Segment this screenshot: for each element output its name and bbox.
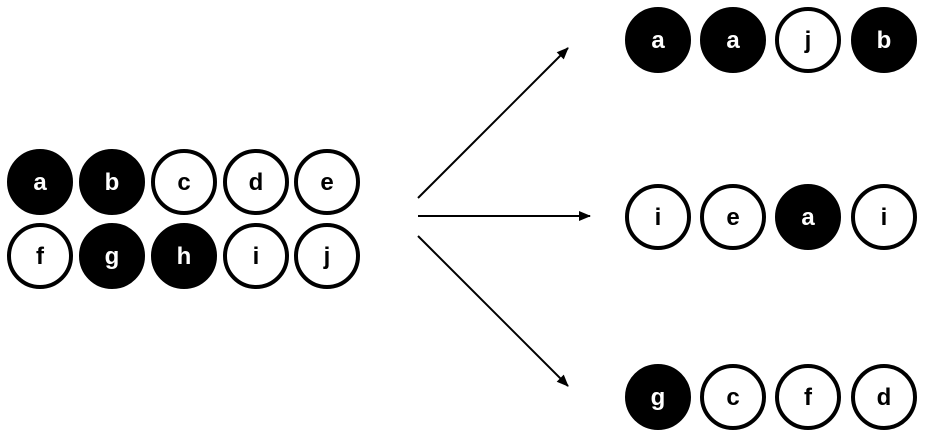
sample-1-ball-2: a — [700, 7, 766, 73]
ball-label: g — [105, 243, 120, 270]
sample-1-ball-1: a — [625, 7, 691, 73]
source-ball-c: c — [151, 149, 217, 215]
ball-label: f — [804, 384, 813, 411]
ball-label: b — [105, 169, 120, 196]
ball-circle — [625, 184, 691, 250]
ball-circle — [223, 149, 289, 215]
ball-label: i — [881, 204, 888, 231]
ball-label: a — [33, 169, 47, 196]
ball-label: a — [651, 27, 665, 54]
ball-label: b — [877, 27, 892, 54]
ball-label: a — [726, 27, 740, 54]
sample-2-ball-1: i — [625, 184, 691, 250]
sample-1-ball-4: b — [851, 7, 917, 73]
source-ball-grid: a b c d e f g h i j — [7, 149, 360, 289]
ball-label: f — [36, 243, 45, 270]
source-ball-j: j — [294, 223, 360, 289]
ball-circle — [851, 184, 917, 250]
ball-label: c — [726, 384, 739, 411]
source-ball-b: b — [79, 149, 145, 215]
ball-circle — [700, 184, 766, 250]
ball-circle — [851, 7, 917, 73]
ball-label: j — [323, 243, 331, 270]
source-ball-a: a — [7, 149, 73, 215]
ball-label: e — [726, 204, 739, 231]
ball-circle — [625, 7, 691, 73]
ball-circle — [700, 7, 766, 73]
ball-label: h — [177, 243, 192, 270]
arrow-to-sample-1 — [417, 47, 569, 199]
sample-2-ball-2: e — [700, 184, 766, 250]
ball-circle — [79, 223, 145, 289]
source-ball-f: f — [7, 223, 73, 289]
ball-circle — [851, 364, 917, 430]
ball-circle — [294, 149, 360, 215]
ball-circle — [775, 184, 841, 250]
source-ball-d: d — [223, 149, 289, 215]
ball-circle — [79, 149, 145, 215]
sample-3-ball-1: g — [625, 364, 691, 430]
ball-label: i — [253, 243, 260, 270]
source-ball-i: i — [223, 223, 289, 289]
ball-circle — [700, 364, 766, 430]
ball-circle — [223, 223, 289, 289]
ball-label: a — [801, 204, 815, 231]
sample-3-ball-3: f — [775, 364, 841, 430]
sample-2-ball-4: i — [851, 184, 917, 250]
sample-3-ball-2: c — [700, 364, 766, 430]
arrows — [417, 47, 591, 387]
source-ball-h: h — [151, 223, 217, 289]
ball-circle — [775, 7, 841, 73]
ball-label: e — [320, 169, 333, 196]
source-ball-e: e — [294, 149, 360, 215]
ball-circle — [151, 223, 217, 289]
sample-2-ball-3: a — [775, 184, 841, 250]
sample-3-ball-4: d — [851, 364, 917, 430]
sample-1-ball-3: j — [775, 7, 841, 73]
ball-circle — [151, 149, 217, 215]
sample-rows: a a j b i e a i g c f d — [625, 7, 917, 430]
ball-label: d — [877, 384, 892, 411]
ball-label: g — [651, 384, 666, 411]
ball-circle — [775, 364, 841, 430]
ball-label: i — [655, 204, 662, 231]
ball-label: c — [177, 169, 190, 196]
ball-circle — [294, 223, 360, 289]
ball-circle — [625, 364, 691, 430]
ball-label: j — [804, 27, 812, 54]
ball-label: d — [249, 169, 264, 196]
arrow-to-sample-3 — [417, 235, 569, 387]
ball-circle — [7, 149, 73, 215]
ball-circle — [7, 223, 73, 289]
source-ball-g: g — [79, 223, 145, 289]
